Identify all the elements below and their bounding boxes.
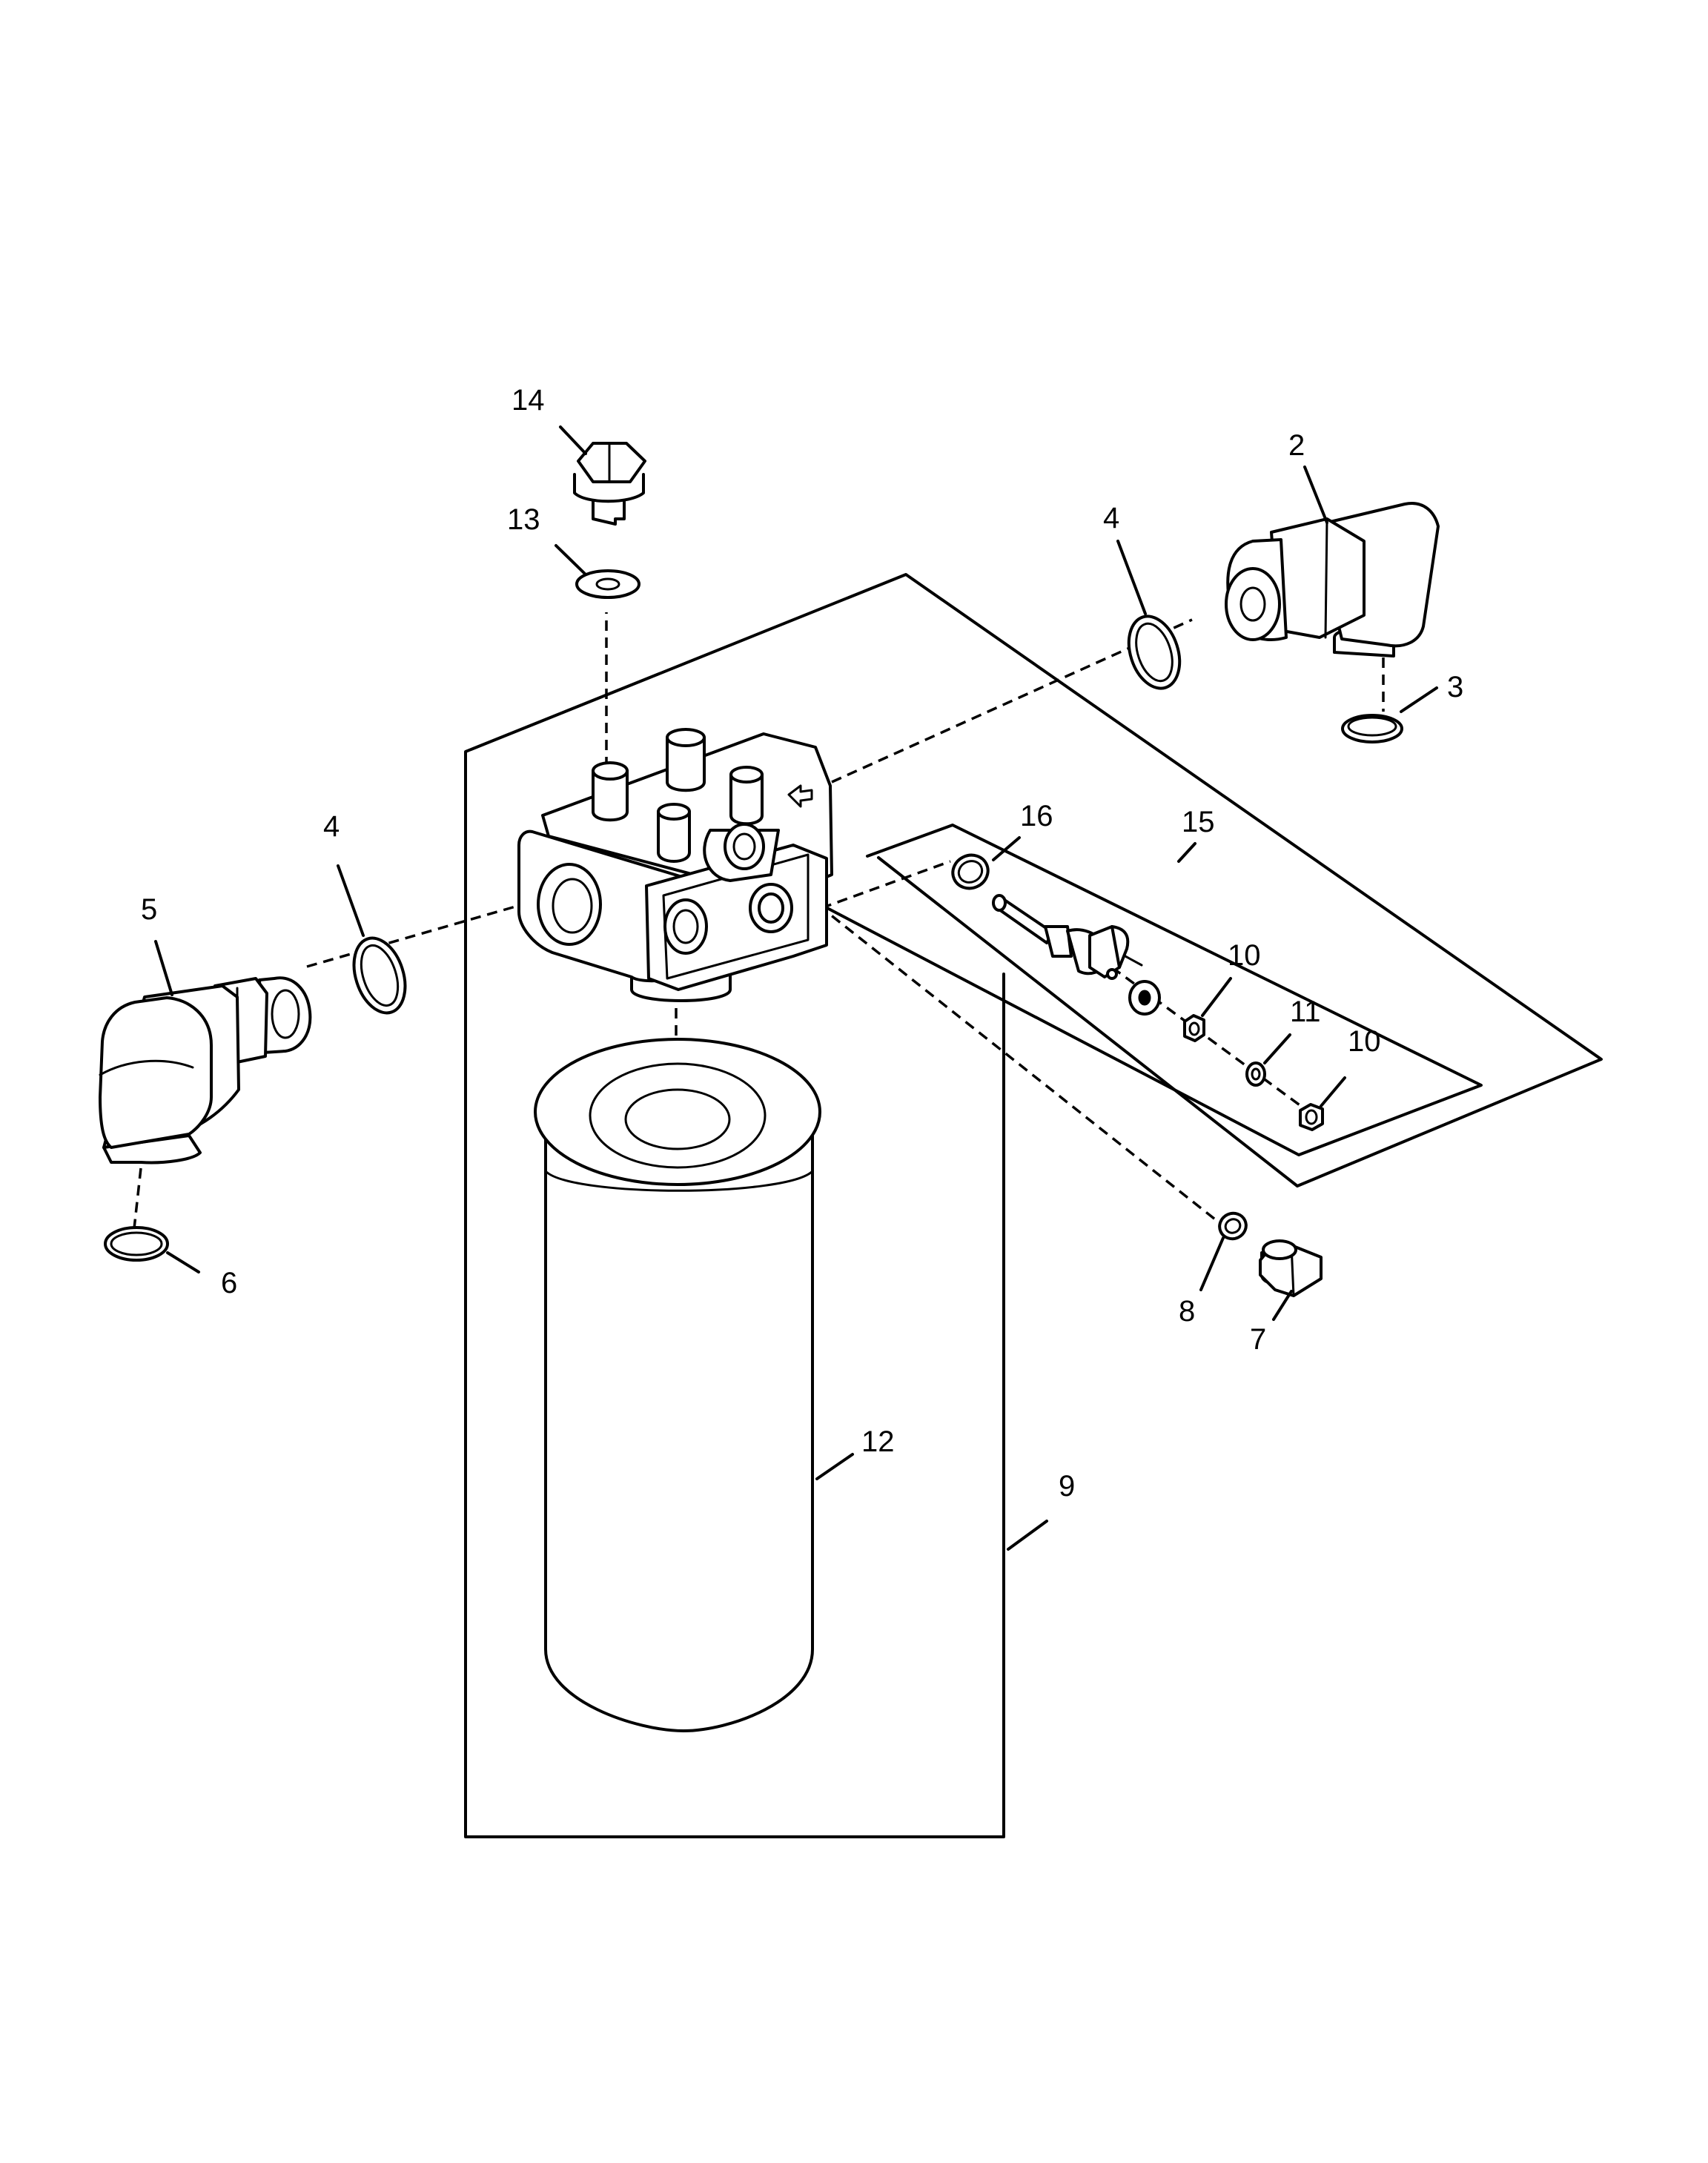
elbow-fitting-right [1225,502,1440,657]
plug-7 [1259,1239,1323,1297]
callout-15: 15 [1182,806,1215,838]
washer-11 [1245,1061,1266,1087]
callout-7: 7 [1250,1323,1266,1356]
callout-3: 3 [1447,671,1463,703]
callout-12: 12 [861,1425,895,1458]
callout-13: 13 [507,503,540,536]
nut-10-second [1299,1103,1324,1131]
callout-10-second: 10 [1348,1025,1381,1058]
o-ring-8 [1218,1211,1248,1241]
o-ring-3-inner [1347,716,1397,737]
o-ring-16 [951,853,990,890]
filter-cartridge [534,1038,821,1732]
nut-10-first [1183,1014,1205,1042]
leader-lines [154,425,1438,1551]
callout-6: 6 [221,1267,237,1299]
sensor-pin [1106,968,1118,980]
callout-8: 8 [1179,1295,1195,1328]
pressure-switch [992,894,1143,978]
callout-14: 14 [512,384,545,417]
kit-15-boundary [823,824,1483,1156]
callout-2: 2 [1288,429,1305,462]
callout-4-left: 4 [323,810,340,843]
o-ring-3 [1341,714,1403,743]
callout-11: 11 [1290,996,1321,1028]
callout-4-right: 4 [1103,502,1119,534]
callout-5: 5 [141,893,157,926]
bolt [573,442,646,526]
callout-labels: 14 13 4 2 3 4 5 6 16 15 10 11 10 8 7 12 … [141,384,1463,1503]
o-ring-4-left [352,936,407,1015]
callout-16: 16 [1020,800,1053,832]
o-ring-4-right [1127,615,1182,690]
sensor-washer [1128,980,1161,1016]
filter-head [517,728,833,1002]
elbow-fitting-left [99,976,312,1165]
o-ring-6 [104,1226,169,1262]
callout-10-first: 10 [1228,939,1261,972]
washer [575,569,640,599]
assembly-9-boundary [464,573,1603,1838]
callout-9: 9 [1059,1470,1075,1503]
